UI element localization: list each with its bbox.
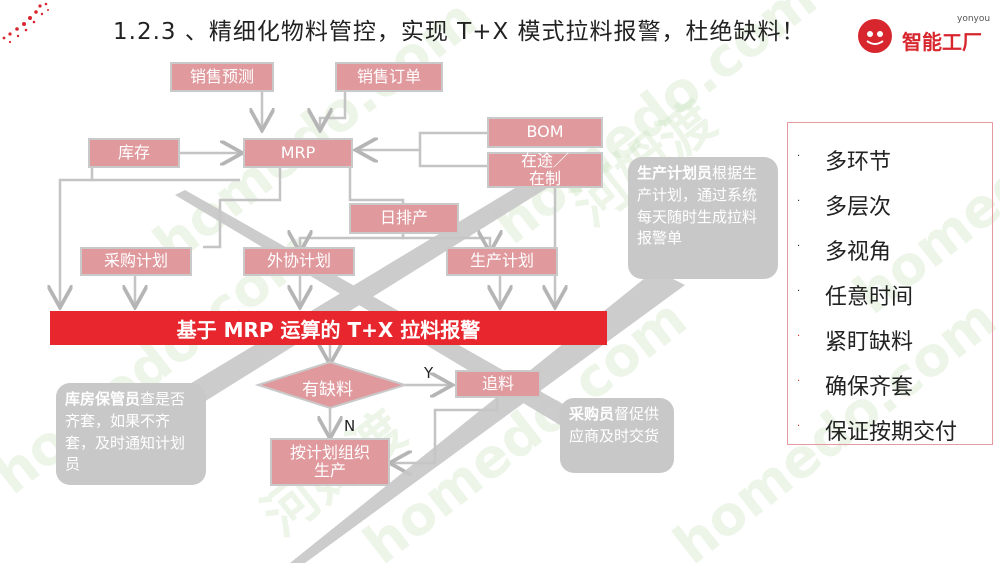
- mrp-box: MRP: [243, 138, 353, 168]
- warehouse-text: 查是否齐套，如果不齐套，及时通知计划员: [65, 390, 186, 474]
- warehouse-role: 库房保管员: [65, 390, 141, 408]
- feature-item: ·多层次: [797, 194, 892, 220]
- follow-up-box: 追料: [455, 370, 541, 398]
- bullet-icon: ·: [797, 241, 801, 252]
- feature-item: ·任意时间: [797, 284, 914, 310]
- sales-order-box: 销售订单: [335, 62, 443, 92]
- bullet-icon: ·: [797, 196, 801, 207]
- warehouse-bubble: 库房保管员查是否齐套，如果不齐套，及时通知计划员: [56, 383, 206, 485]
- feature-item: ·保证按期交付: [797, 419, 958, 445]
- produce-box: 按计划组织生产: [270, 438, 390, 486]
- corner-dots-decoration: [2, 2, 49, 44]
- feature-item: ·多视角: [797, 239, 892, 265]
- purchaser-role: 采购员: [569, 405, 615, 423]
- shortage-decision-label: 有缺料: [302, 380, 353, 400]
- alert-banner: 基于 MRP 运算的 T+X 拉料报警: [50, 311, 607, 345]
- planner-bubble: 生产计划员根据生产计划，通过系统每天随时生成拉料报警单: [628, 157, 778, 279]
- daily-schedule-box: 日排产: [349, 203, 459, 234]
- bullet-icon: ·: [797, 421, 801, 432]
- in-transit-box: 在途／在制: [487, 151, 603, 188]
- sales-forecast-box: 销售预测: [170, 62, 274, 92]
- purchaser-bubble: 采购员督促供应商及时交货: [560, 398, 674, 473]
- feature-item: ·确保齐套: [797, 374, 914, 400]
- bullet-icon: ·: [797, 151, 801, 162]
- planner-role: 生产计划员: [637, 164, 713, 182]
- logo-icon: [858, 19, 892, 53]
- features-panel: ·多环节 ·多层次 ·多视角 ·任意时间 ·紧盯缺料 ·确保齐套 ·保证按期交付: [787, 122, 993, 445]
- purchase-plan-box: 采购计划: [80, 247, 192, 276]
- inventory-box: 库存: [88, 138, 180, 168]
- bullet-icon: ·: [797, 376, 801, 387]
- feature-item: ·紧盯缺料: [797, 329, 914, 355]
- logo-text: 智能工厂: [902, 30, 982, 54]
- bom-box: BOM: [487, 117, 603, 148]
- no-label: N: [344, 417, 356, 435]
- bullet-icon: ·: [797, 286, 801, 297]
- purchaser-text: 督促供应商及时交货: [569, 405, 660, 445]
- feature-item: ·多环节: [797, 149, 892, 175]
- yes-label: Y: [424, 364, 434, 382]
- bullet-icon: ·: [797, 331, 801, 342]
- planner-text: 根据生产计划，通过系统每天随时生成拉料报警单: [637, 164, 758, 248]
- page-title: 1.2.3 、精细化物料管控，实现 T+X 模式拉料报警，杜绝缺料！: [113, 19, 806, 45]
- outsourcing-plan-box: 外协计划: [243, 247, 355, 276]
- logo-subtext: yonyou: [957, 14, 991, 24]
- production-plan-box: 生产计划: [446, 247, 558, 276]
